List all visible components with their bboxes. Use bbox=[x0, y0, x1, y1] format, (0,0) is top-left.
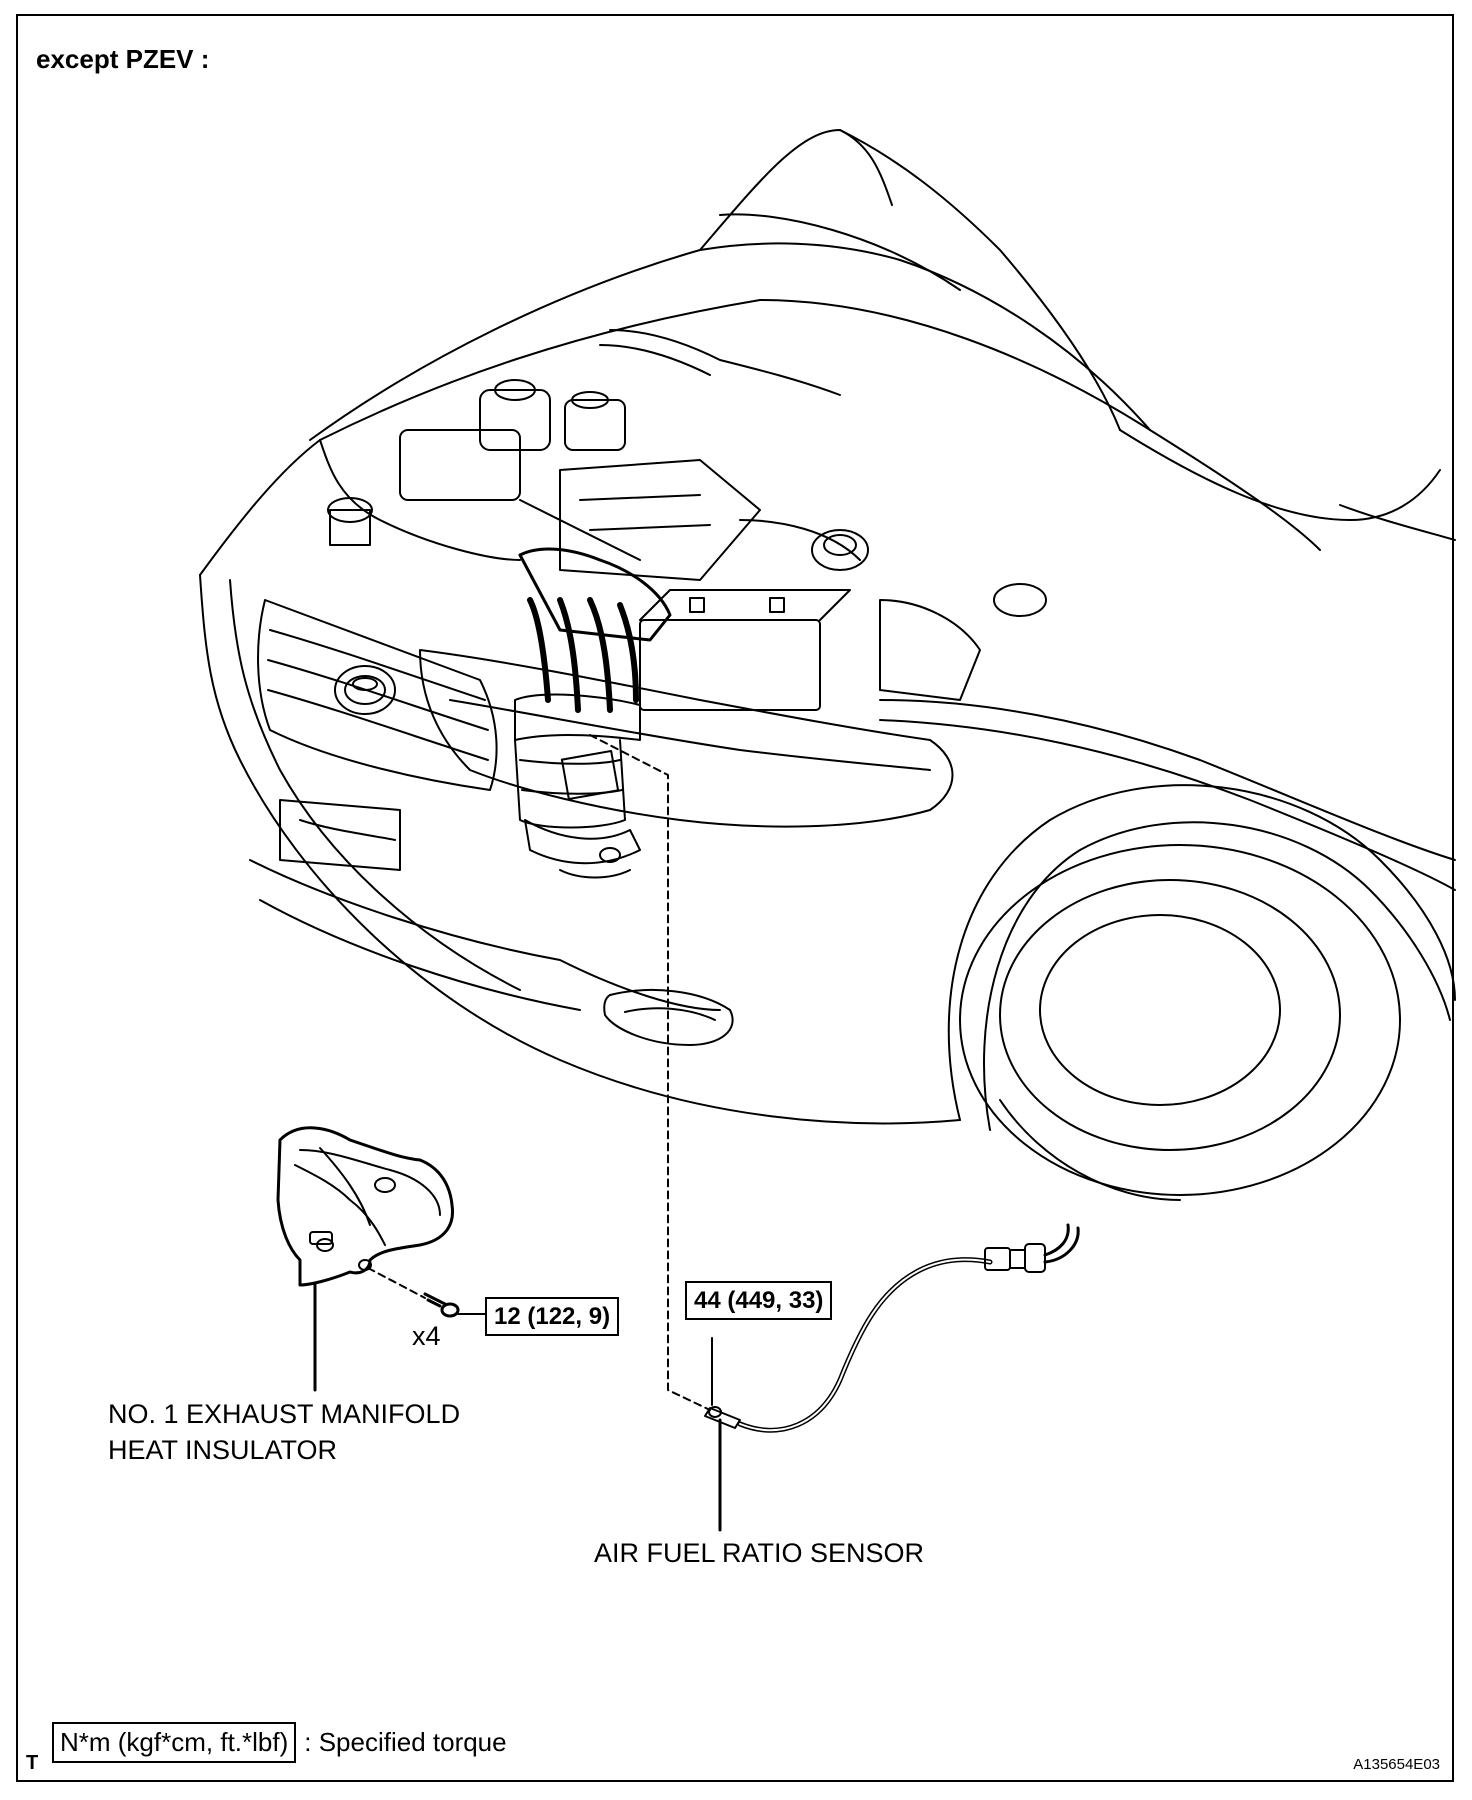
wheel-arch bbox=[947, 784, 1456, 1121]
sensor-dashed-leader bbox=[589, 734, 711, 1411]
headlamp bbox=[419, 649, 954, 828]
legend-text: : Specified torque bbox=[304, 1727, 507, 1757]
af-sensor-illustration bbox=[704, 1223, 1080, 1532]
engine-bay bbox=[327, 329, 1047, 711]
legend-unit-box: N*m (kgf*cm, ft.*lbf) bbox=[52, 1722, 297, 1763]
insulator-torque-spec: 12 (122, 9) bbox=[485, 1297, 620, 1336]
emblem bbox=[334, 665, 396, 715]
bumper-outline bbox=[199, 574, 961, 1125]
heat-insulator-illustration bbox=[276, 1126, 476, 1392]
fender-line bbox=[879, 699, 1456, 861]
fog-lamp bbox=[603, 989, 734, 1046]
exhaust-manifold bbox=[514, 547, 672, 879]
hood-outline bbox=[309, 129, 893, 441]
af-sensor-torque-spec: 44 (449, 33) bbox=[685, 1281, 833, 1320]
grille bbox=[257, 599, 498, 791]
a-pillar bbox=[1119, 429, 1441, 521]
heat-insulator-label-line1: NO. 1 EXHAUST MANIFOLD bbox=[108, 1399, 461, 1429]
af-sensor-label: AIR FUEL RATIO SENSOR bbox=[594, 1538, 925, 1568]
heat-insulator-label-line2: HEAT INSULATOR bbox=[108, 1435, 338, 1465]
diagram-frame bbox=[16, 14, 1454, 1782]
bolt bbox=[423, 1292, 447, 1308]
vehicle-illustration bbox=[199, 129, 1456, 1201]
windshield-line bbox=[839, 129, 1121, 431]
license-plate-area bbox=[279, 799, 401, 871]
figure-id: A135654E03 bbox=[1353, 1756, 1440, 1773]
insulator-bolt-quantity: x4 bbox=[412, 1321, 441, 1351]
front-tyre bbox=[959, 844, 1401, 1196]
corner-mark: T bbox=[26, 1752, 39, 1774]
hood-leading-edge bbox=[319, 299, 1321, 551]
torque-legend: N*m (kgf*cm, ft.*lbf) : Specified torque bbox=[52, 1722, 507, 1763]
diagram-title: except PZEV : bbox=[36, 44, 210, 74]
